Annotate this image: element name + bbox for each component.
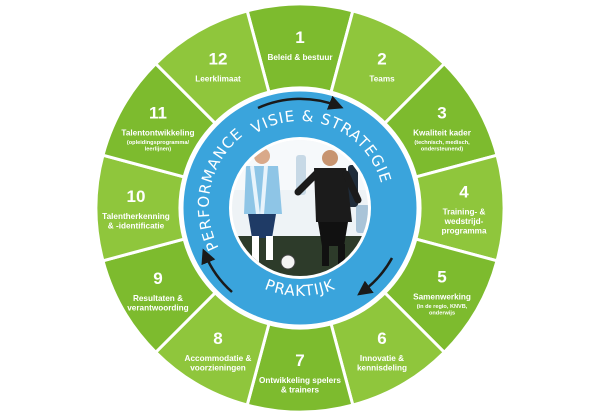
segment-3-sublabel: (technisch, medisch, <box>414 140 470 146</box>
segment-9-label: verantwoording <box>127 304 188 313</box>
segment-5-label: Samenwerking <box>413 292 471 301</box>
arrow-bottom-left-icon <box>201 248 233 293</box>
segment-7-label: & trainers <box>281 386 320 395</box>
segment-12-label: Leerklimaat <box>195 75 241 84</box>
segment-1-number: 1 <box>295 28 304 47</box>
arrow-bottom-right-icon <box>357 257 394 296</box>
segment-6-label: kennisdeling <box>357 364 407 373</box>
segment-12 <box>153 9 271 126</box>
segment-10-label: & -identificatie <box>108 222 165 231</box>
segment-3-sublabel: ondersteunend) <box>421 146 463 152</box>
segment-1-label: Beleid & bestuur <box>267 53 333 62</box>
segment-7-number: 7 <box>295 351 304 370</box>
segment-2-label: Teams <box>369 75 395 84</box>
segment-3-label: Kwaliteit kader <box>413 128 472 137</box>
segment-4-label: wedstrijd- <box>444 217 484 226</box>
segment-11-sublabel: (opleidingsprogramma/ <box>127 140 190 146</box>
segment-10-label: Talentherkenning <box>102 212 170 221</box>
segment-8-label: voorzieningen <box>190 364 246 373</box>
segment-11-sublabel: leerlijnen) <box>145 146 172 152</box>
segment-10-number: 10 <box>127 187 146 206</box>
segment-11-number: 11 <box>149 103 167 122</box>
segment-5-number: 5 <box>437 267 446 286</box>
segment-11-label: Talentontwikkeling <box>121 128 194 137</box>
football-players-photo <box>232 140 368 276</box>
arrow-top-icon <box>257 95 344 110</box>
segment-8-number: 8 <box>213 329 222 348</box>
segment-4-label: programma <box>441 226 486 235</box>
segment-7-label: Ontwikkeling spelers <box>259 376 341 385</box>
segment-9-number: 9 <box>153 269 162 288</box>
segment-12-number: 12 <box>209 50 228 69</box>
segment-5-sublabel: onderwijs <box>429 310 455 316</box>
segment-9-label: Resultaten & <box>133 294 183 303</box>
segment-4-label: Training- & <box>443 207 486 216</box>
segment-6-label: Innovatie & <box>360 354 404 363</box>
segment-8-label: Accommodatie & <box>185 354 252 363</box>
segment-2-number: 2 <box>377 50 386 69</box>
segment-5-sublabel: (in de regio, KNVB, <box>417 304 468 310</box>
segment-6-number: 6 <box>377 329 386 348</box>
segment-4-number: 4 <box>459 182 469 201</box>
segment-3-number: 3 <box>437 103 446 122</box>
